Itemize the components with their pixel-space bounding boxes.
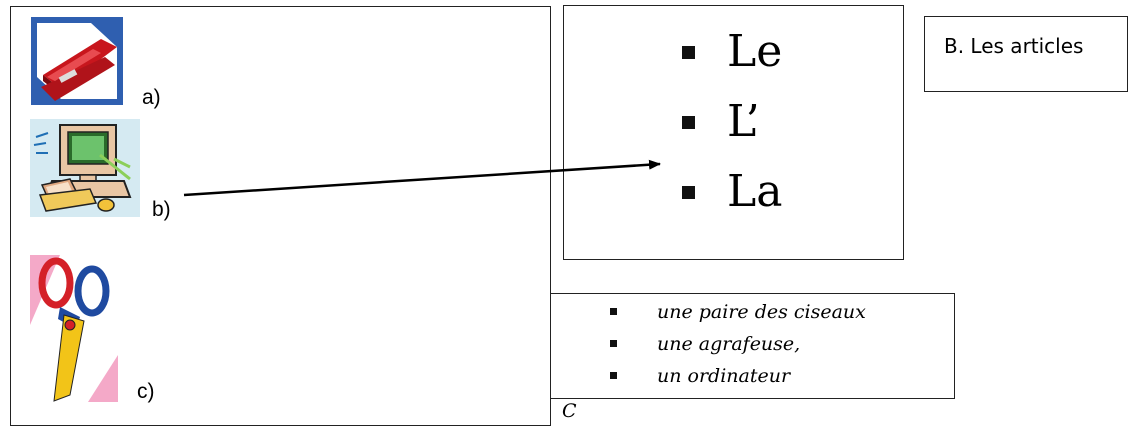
arrow-line bbox=[184, 164, 660, 195]
